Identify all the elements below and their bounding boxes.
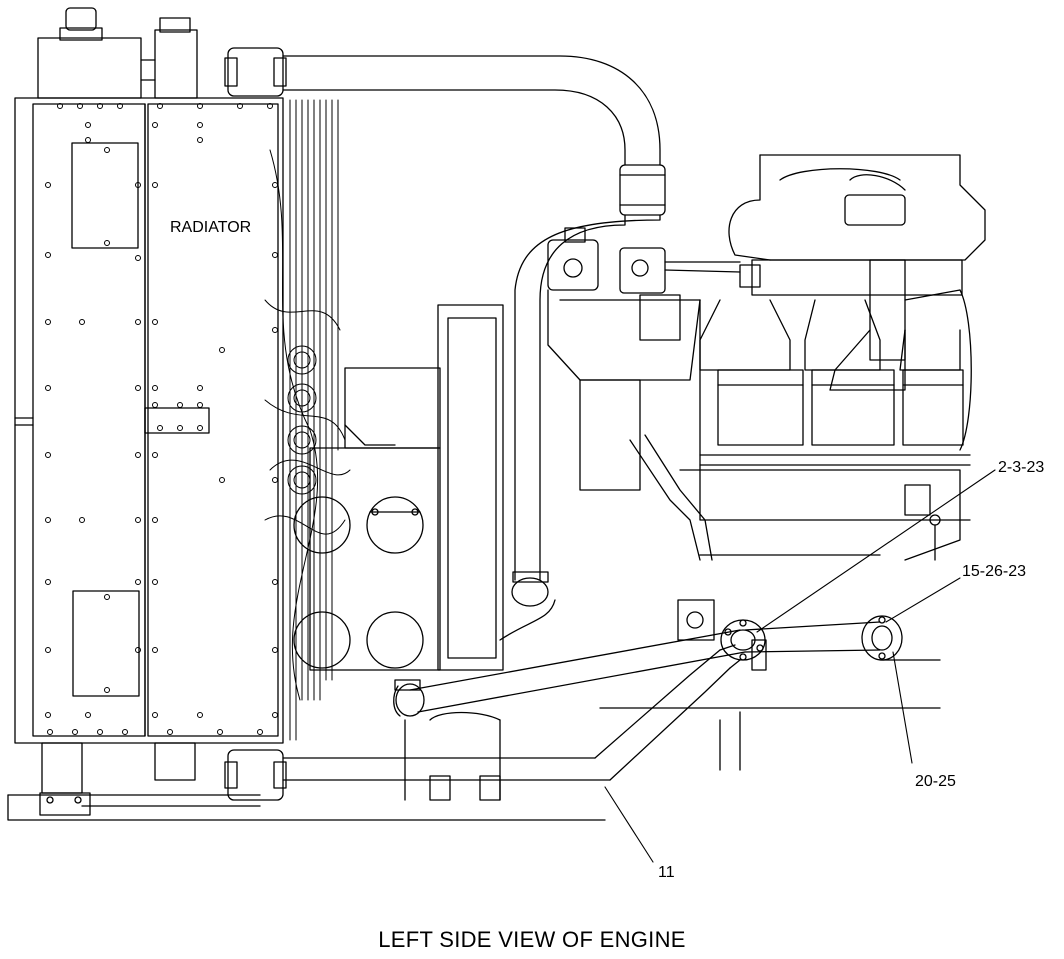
callout-15-26-23: 15-26-23 [962, 563, 1027, 580]
fan-shroud-plates [294, 305, 712, 670]
callout-2-3-23: 2-3-23 [998, 459, 1045, 476]
radiator-base [8, 743, 605, 820]
engine-manifolds [700, 300, 970, 465]
callout-20-25: 20-25 [915, 773, 956, 790]
callout-leaders [605, 470, 995, 862]
engine-upper [729, 155, 985, 450]
callout-11: 11 [658, 864, 675, 881]
figure-caption: LEFT SIDE VIEW OF ENGINE [378, 927, 686, 952]
thermostat-housing [548, 228, 760, 380]
upper-coolant-pipe [225, 48, 665, 606]
fan-assembly [265, 98, 350, 740]
radiator-label: RADIATOR [170, 219, 252, 236]
radiator-bolts [46, 104, 278, 735]
engine-lower-block [680, 300, 970, 560]
radiator-top-tanks [38, 8, 197, 98]
frame-rail [430, 600, 940, 770]
radiator-core [15, 98, 283, 743]
crossover-pipe [394, 600, 902, 716]
